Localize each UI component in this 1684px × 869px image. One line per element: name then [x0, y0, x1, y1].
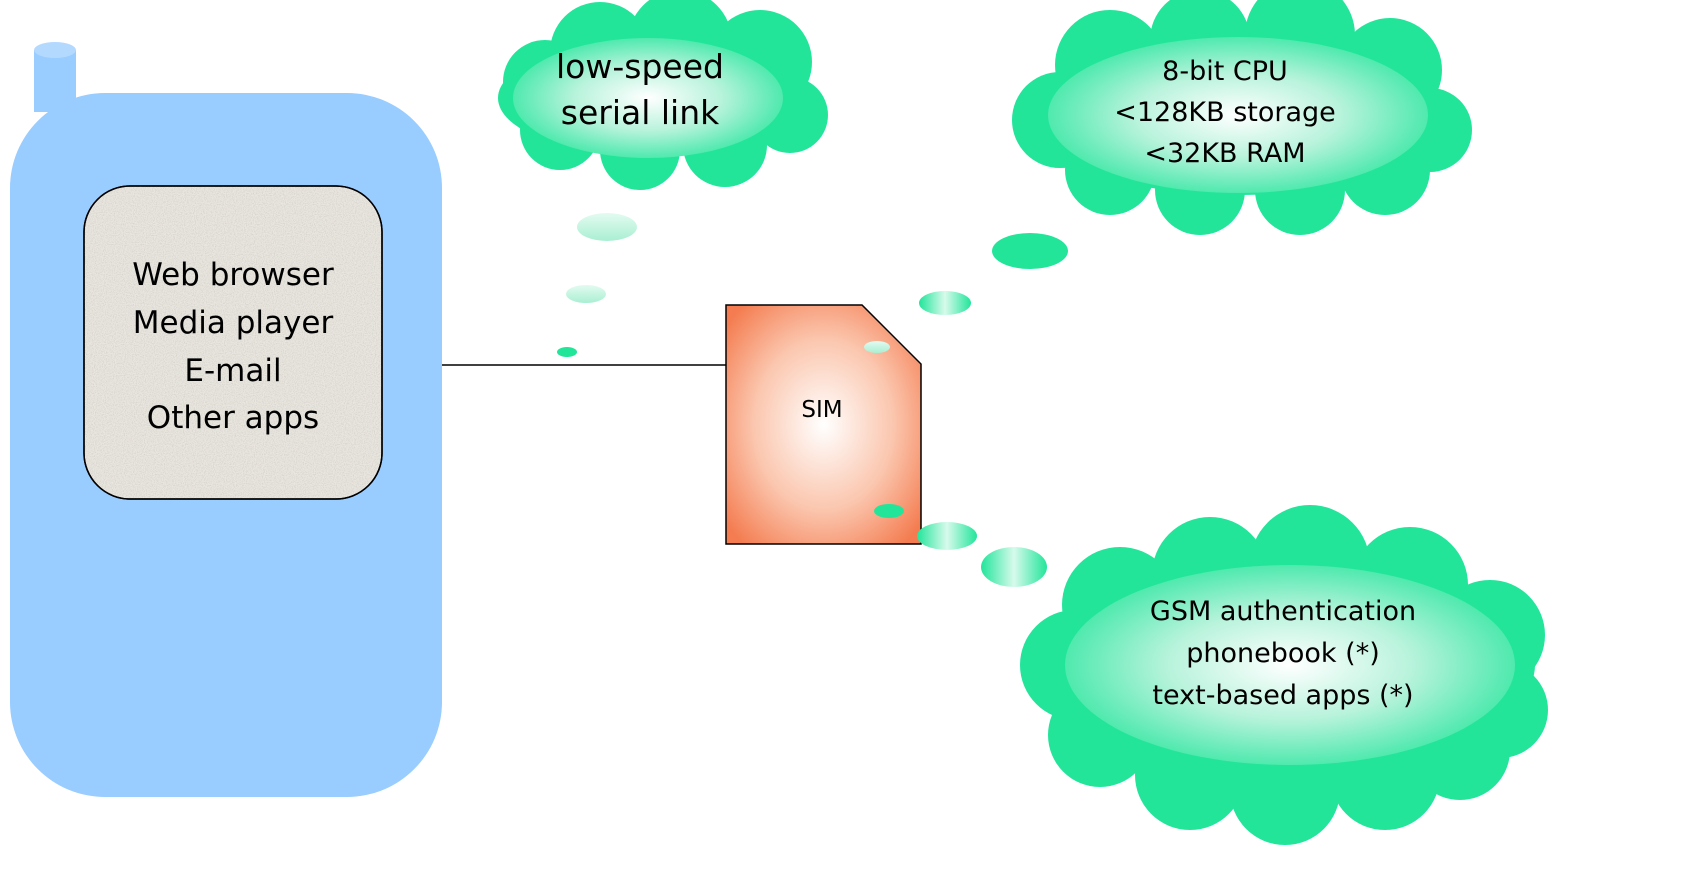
serial-link-line-1: low-speed	[556, 47, 724, 86]
hardware-thought-bubbles	[864, 233, 1068, 353]
cloud-serial-link: low-speed serial link	[498, 0, 828, 190]
app-media-player: Media player	[133, 305, 334, 341]
app-email: E-mail	[184, 353, 281, 389]
function-gsm-auth: GSM authentication	[1150, 596, 1416, 627]
serial-link-line-2: serial link	[561, 93, 720, 132]
function-text-apps: text-based apps (*)	[1152, 680, 1413, 711]
app-other: Other apps	[147, 400, 319, 436]
function-phonebook: phonebook (*)	[1186, 638, 1379, 669]
hardware-storage: <128KB storage	[1114, 97, 1336, 128]
mobile-phone: Web browser Media player E-mail Other ap…	[10, 42, 442, 797]
antenna	[34, 42, 76, 112]
phone-screen	[83, 185, 383, 500]
hardware-cpu: 8-bit CPU	[1162, 56, 1288, 87]
cloud-hardware-specs: 8-bit CPU <128KB storage <32KB RAM	[1012, 0, 1472, 235]
functions-thought-bubbles	[874, 504, 1047, 587]
app-web-browser: Web browser	[132, 257, 334, 293]
sim-card: SIM	[725, 304, 922, 545]
cloud-sim-functions: GSM authentication phonebook (*) text-ba…	[1020, 505, 1548, 845]
link-thought-bubbles	[557, 213, 637, 357]
hardware-ram: <32KB RAM	[1144, 138, 1305, 169]
sim-label: SIM	[801, 397, 842, 423]
